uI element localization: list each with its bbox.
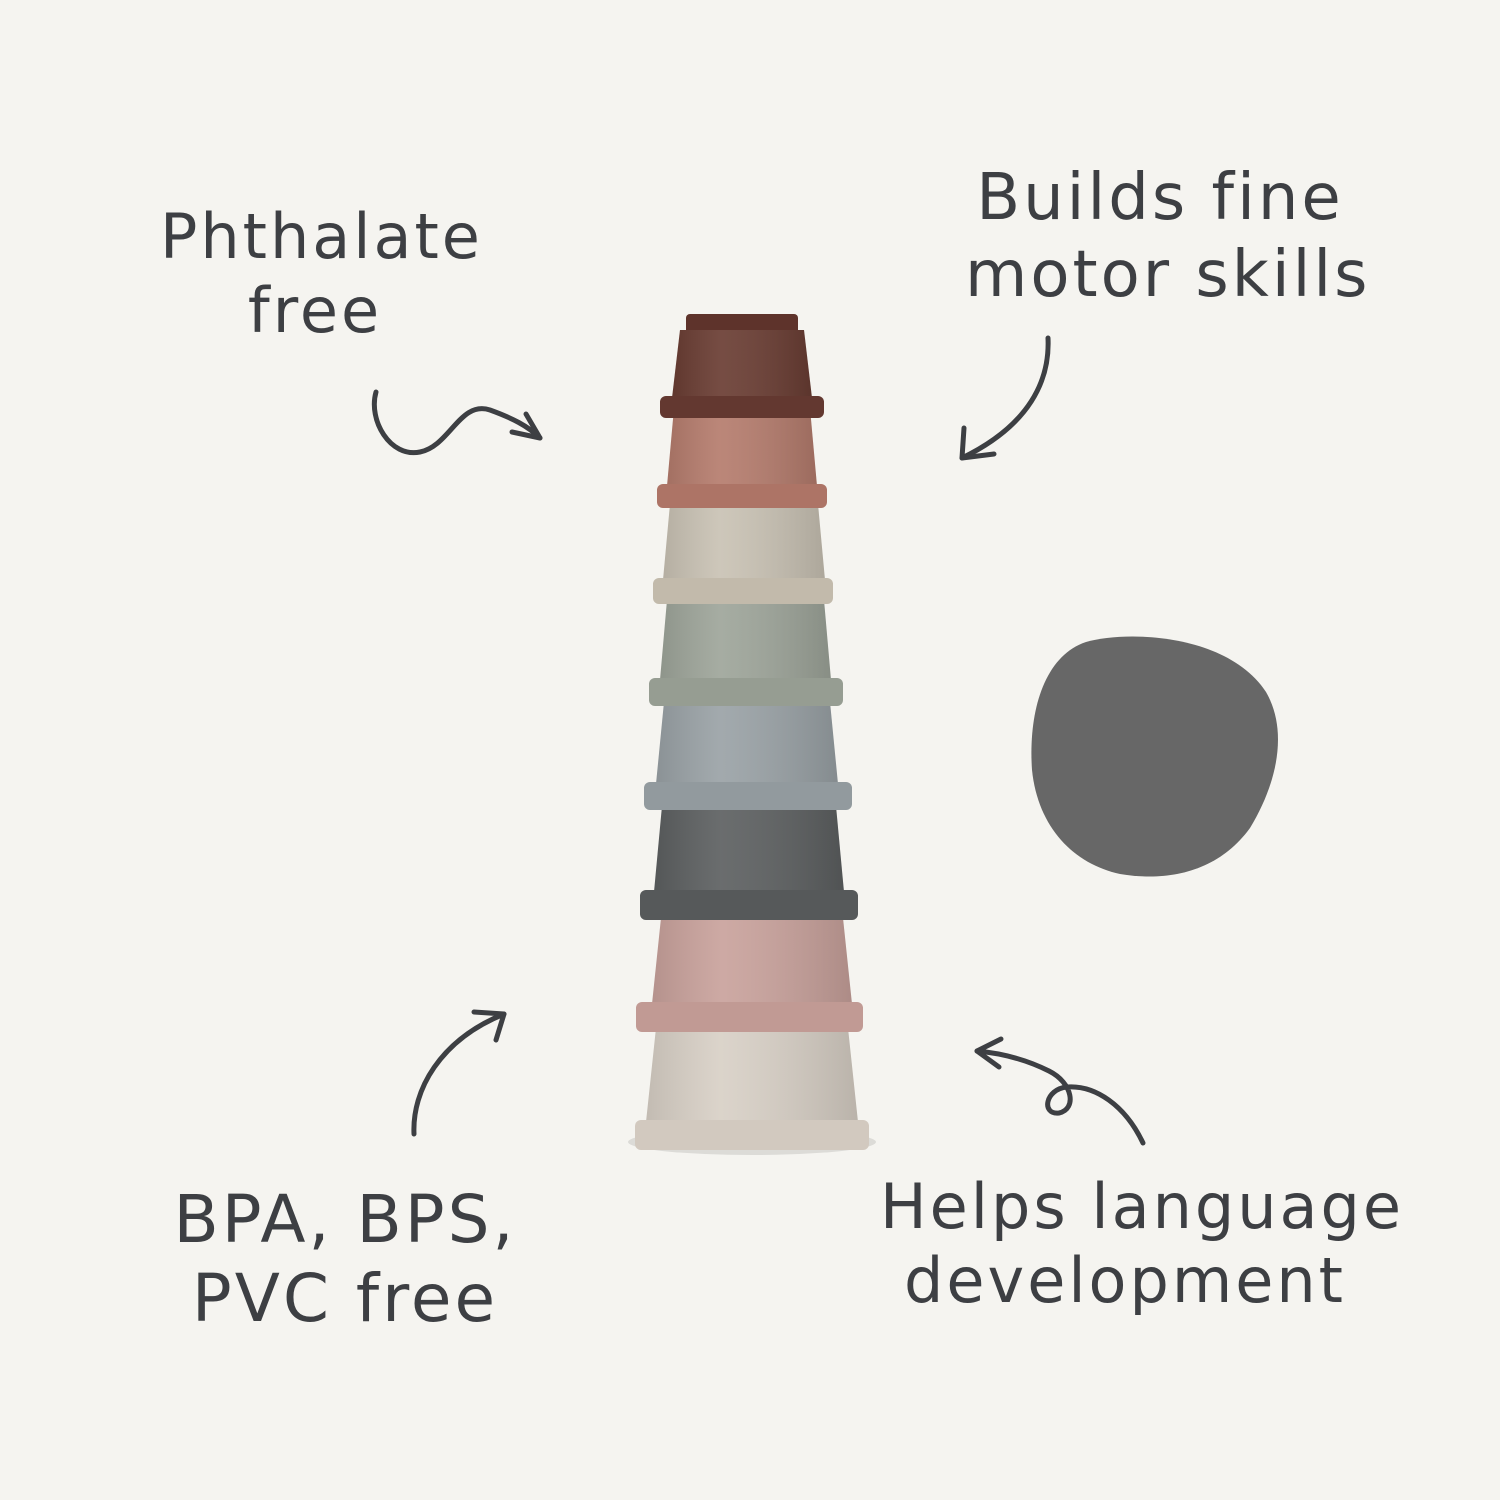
note-line: Builds fine	[976, 161, 1344, 235]
note-line: motor skills	[965, 237, 1371, 312]
cup-charcoal	[640, 806, 858, 920]
note-line: Phthalate	[160, 200, 483, 273]
note-line: free	[247, 274, 383, 348]
cup-sage	[649, 600, 843, 706]
cup-terracotta	[657, 408, 827, 508]
note-language-development: Helps language development	[880, 1170, 1405, 1319]
arrow-icon-bottom-right	[974, 1036, 1146, 1146]
note-bpa-bps-pvc-free: BPA, BPS, PVC free	[170, 1180, 520, 1338]
note-line: Helps language	[880, 1170, 1405, 1243]
cup-brown	[660, 314, 824, 418]
cup-cream	[635, 1028, 869, 1150]
note-fine-motor-skills: Builds fine motor skills	[965, 160, 1371, 314]
note-line: development	[904, 1244, 1346, 1318]
arrow-icon-top-left	[371, 389, 543, 456]
note-phthalate-free: Phthalate free	[160, 200, 483, 349]
arrow-icon-bottom-left	[411, 1009, 507, 1137]
cup-blue-grey	[644, 702, 852, 810]
arrow-icon-top-right	[959, 335, 1051, 461]
cup-blush	[636, 918, 863, 1032]
grey-circle-blob	[1031, 636, 1278, 877]
cup-stone	[653, 504, 833, 604]
note-line: BPA, BPS,	[173, 1181, 517, 1258]
note-line: PVC free	[191, 1260, 499, 1338]
